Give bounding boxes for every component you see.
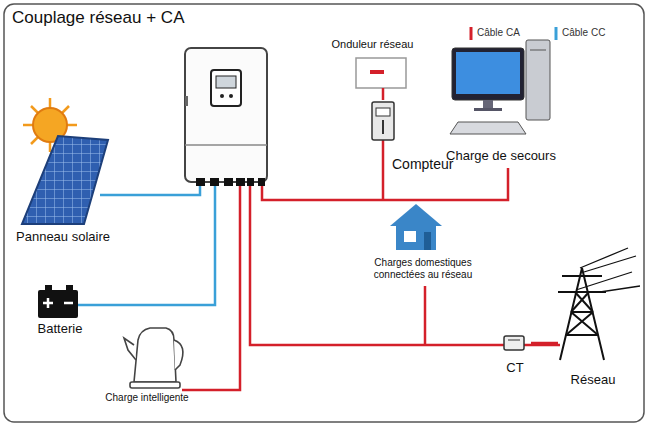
ac-cable <box>531 342 558 345</box>
node-label: Panneau solaire <box>8 230 118 245</box>
solar-panel-node: Panneau solaire <box>8 228 118 247</box>
home-loads-node: Charges domestiques connectées au réseau <box>362 253 484 284</box>
legend-ac-sample <box>470 27 473 40</box>
node-label: Batterie <box>28 322 92 337</box>
backup-load-node: Charge de secours <box>438 147 564 166</box>
node-label: Onduleur réseau <box>325 38 420 51</box>
hybrid-inverter <box>185 48 267 186</box>
frame <box>4 4 644 422</box>
node-label: Charges domestiques connectées au réseau <box>362 257 484 280</box>
kettle-icon <box>124 328 183 388</box>
dc-wires <box>78 186 215 305</box>
legend-text: Câble CA <box>477 27 520 38</box>
legend-text: Câble CC <box>562 27 605 38</box>
node-label: Réseau <box>558 373 628 388</box>
meter-icon <box>372 102 394 140</box>
house-icon <box>390 204 442 250</box>
battery-node: Batterie <box>28 320 92 338</box>
ac-cable <box>382 88 385 100</box>
node-label: Charge intelligente <box>92 392 202 404</box>
computer-icon <box>450 40 550 134</box>
node-label: Charge de secours <box>438 149 564 164</box>
grid-inverter-icon <box>356 58 406 88</box>
power-grid-node: Réseau <box>558 262 628 388</box>
solar-panel-icon <box>22 136 108 224</box>
battery-icon <box>38 285 78 318</box>
ct-sensor-node: CT <box>499 334 531 376</box>
legend-dc-sample <box>555 27 558 40</box>
grid-inverter-node: Onduleur réseau <box>325 38 420 88</box>
smart-load-node: Charge intelligente <box>92 390 202 406</box>
pylon-icon <box>558 248 640 360</box>
diagram-title: Couplage réseau + CA <box>12 8 184 28</box>
node-label: CT <box>499 361 531 376</box>
ct-icon <box>504 336 524 350</box>
